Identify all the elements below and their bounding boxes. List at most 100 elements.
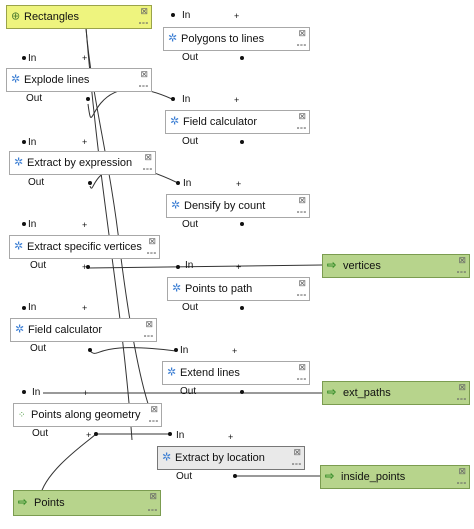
close-icon[interactable]: ⊠ — [298, 195, 306, 205]
vertices-output-node[interactable]: ⇨ vertices ⊠ ∘∘∘ — [322, 254, 470, 278]
extract-by-expression-node[interactable]: ✲ Extract by expression ⊠ ∘∘∘ — [9, 151, 156, 175]
close-icon[interactable]: ⊠ — [298, 278, 306, 288]
output-arrow-icon: ⇨ — [18, 496, 28, 509]
node-title: Field calculator — [28, 324, 102, 336]
out-port-label: Out — [30, 343, 47, 354]
gear-icon: ✲ — [162, 451, 172, 464]
points-to-path-node[interactable]: ✲ Points to path ⊠ ∘∘∘ — [167, 277, 310, 301]
close-icon[interactable]: ⊠ — [458, 382, 466, 392]
close-icon[interactable]: ⊠ — [150, 404, 158, 414]
in-port-label: In — [185, 260, 194, 271]
in-port-label: In — [28, 137, 37, 148]
close-icon[interactable]: ⊠ — [298, 362, 306, 372]
close-icon[interactable]: ⊠ — [149, 491, 157, 501]
field-calculator-node[interactable]: ✲ Field calculator ⊠ ∘∘∘ — [165, 110, 310, 134]
close-icon[interactable]: ⊠ — [148, 236, 156, 246]
add-input-icon[interactable]: + — [234, 11, 240, 21]
more-options-icon[interactable]: ∘∘∘ — [295, 376, 307, 383]
add-input-icon[interactable]: + — [83, 388, 89, 398]
densify-by-count-node[interactable]: ✲ Densify by count ⊠ ∘∘∘ — [166, 194, 310, 218]
more-options-icon[interactable]: ∘∘∘ — [137, 83, 149, 90]
add-input-icon[interactable]: + — [82, 303, 88, 313]
add-input-icon[interactable]: + — [82, 220, 88, 230]
out-port-label: Out — [176, 471, 193, 482]
polygons-to-lines-node[interactable]: ✲ Polygons to lines ⊠ ∘∘∘ — [163, 27, 310, 51]
more-options-icon[interactable]: ∘∘∘ — [145, 250, 157, 257]
out-port-label: Out — [182, 52, 199, 63]
close-icon[interactable]: ⊠ — [140, 6, 148, 16]
more-options-icon[interactable]: ∘∘∘ — [141, 166, 153, 173]
node-title: Extract by expression — [27, 157, 133, 169]
gear-icon: ✲ — [14, 240, 24, 253]
inside-points-output-node[interactable]: ⇨ inside_points ⊠ ∘∘∘ — [320, 465, 470, 489]
more-options-icon[interactable]: ∘∘∘ — [295, 209, 307, 216]
close-icon[interactable]: ⊠ — [298, 28, 306, 38]
points-along-geometry-node[interactable]: ⁘ Points along geometry ⊠ ∘∘∘ — [13, 403, 162, 427]
points-along-icon: ⁘ — [18, 409, 26, 420]
node-title: Polygons to lines — [181, 33, 265, 45]
more-options-icon[interactable]: ∘∘∘ — [455, 480, 467, 487]
in-port-label: In — [182, 10, 191, 21]
more-options-icon[interactable]: ∘∘∘ — [455, 396, 467, 403]
points-output-node[interactable]: ⇨ Points ⊠ ∘∘∘ — [13, 490, 161, 516]
add-input-icon[interactable]: + — [82, 262, 88, 272]
more-options-icon[interactable]: ∘∘∘ — [295, 292, 307, 299]
more-options-icon[interactable]: ∘∘∘ — [295, 42, 307, 49]
out-port-label: Out — [182, 302, 199, 313]
more-options-icon[interactable]: ∘∘∘ — [137, 20, 149, 27]
more-options-icon[interactable]: ∘∘∘ — [146, 507, 158, 514]
out-port-label: Out — [30, 260, 47, 271]
out-port-label: Out — [180, 386, 197, 397]
node-title: Densify by count — [184, 200, 266, 212]
add-input-icon[interactable]: + — [236, 262, 242, 272]
close-icon[interactable]: ⊠ — [145, 319, 153, 329]
add-input-icon[interactable]: + — [82, 53, 88, 63]
in-port-label: In — [182, 94, 191, 105]
add-input-icon[interactable]: + — [86, 430, 92, 440]
gear-icon: ✲ — [168, 32, 178, 45]
out-port-label: Out — [182, 219, 199, 230]
field-calculator-node[interactable]: ✲ Field calculator ⊠ ∘∘∘ — [10, 318, 157, 342]
node-title: Points — [34, 497, 65, 509]
add-input-icon[interactable]: + — [228, 432, 234, 442]
add-input-icon[interactable]: + — [232, 346, 238, 356]
rectangles-input-node[interactable]: ⊕ Rectangles ⊠ ∘∘∘ — [6, 5, 152, 29]
extract-by-location-node[interactable]: ✲ Extract by location ⊠ ∘∘∘ — [157, 446, 305, 470]
in-port-label: In — [32, 387, 41, 398]
gear-icon: ✲ — [167, 366, 177, 379]
output-arrow-icon: ⇨ — [327, 386, 337, 399]
close-icon[interactable]: ⊠ — [298, 111, 306, 121]
gear-icon: ✲ — [15, 323, 25, 336]
more-options-icon[interactable]: ∘∘∘ — [142, 333, 154, 340]
in-port-label: In — [176, 430, 185, 441]
more-options-icon[interactable]: ∘∘∘ — [147, 418, 159, 425]
node-title: Points along geometry — [31, 409, 141, 421]
out-port-label: Out — [28, 177, 45, 188]
node-title: ext_paths — [343, 387, 391, 399]
node-title: Explode lines — [24, 74, 90, 86]
node-title: Extract by location — [175, 452, 265, 464]
close-icon[interactable]: ⊠ — [144, 152, 152, 162]
more-options-icon[interactable]: ∘∘∘ — [290, 461, 302, 468]
add-input-icon[interactable]: + — [234, 95, 240, 105]
close-icon[interactable]: ⊠ — [458, 255, 466, 265]
more-options-icon[interactable]: ∘∘∘ — [455, 269, 467, 276]
gear-icon: ✲ — [172, 282, 182, 295]
more-options-icon[interactable]: ∘∘∘ — [295, 125, 307, 132]
explode-lines-node[interactable]: ✲ Explode lines ⊠ ∘∘∘ — [6, 68, 152, 92]
extract-specific-vertices-node[interactable]: ✲ Extract specific vertices ⊠ ∘∘∘ — [9, 235, 160, 259]
vector-input-icon: ⊕ — [11, 10, 21, 23]
ext-paths-output-node[interactable]: ⇨ ext_paths ⊠ ∘∘∘ — [322, 381, 470, 405]
close-icon[interactable]: ⊠ — [140, 69, 148, 79]
node-title: vertices — [343, 260, 381, 272]
extend-lines-node[interactable]: ✲ Extend lines ⊠ ∘∘∘ — [162, 361, 310, 385]
close-icon[interactable]: ⊠ — [293, 447, 301, 457]
add-input-icon[interactable]: + — [236, 179, 242, 189]
in-port-label: In — [28, 302, 37, 313]
close-icon[interactable]: ⊠ — [458, 466, 466, 476]
out-port-label: Out — [32, 428, 49, 439]
add-input-icon[interactable]: + — [82, 137, 88, 147]
in-port-label: In — [28, 219, 37, 230]
